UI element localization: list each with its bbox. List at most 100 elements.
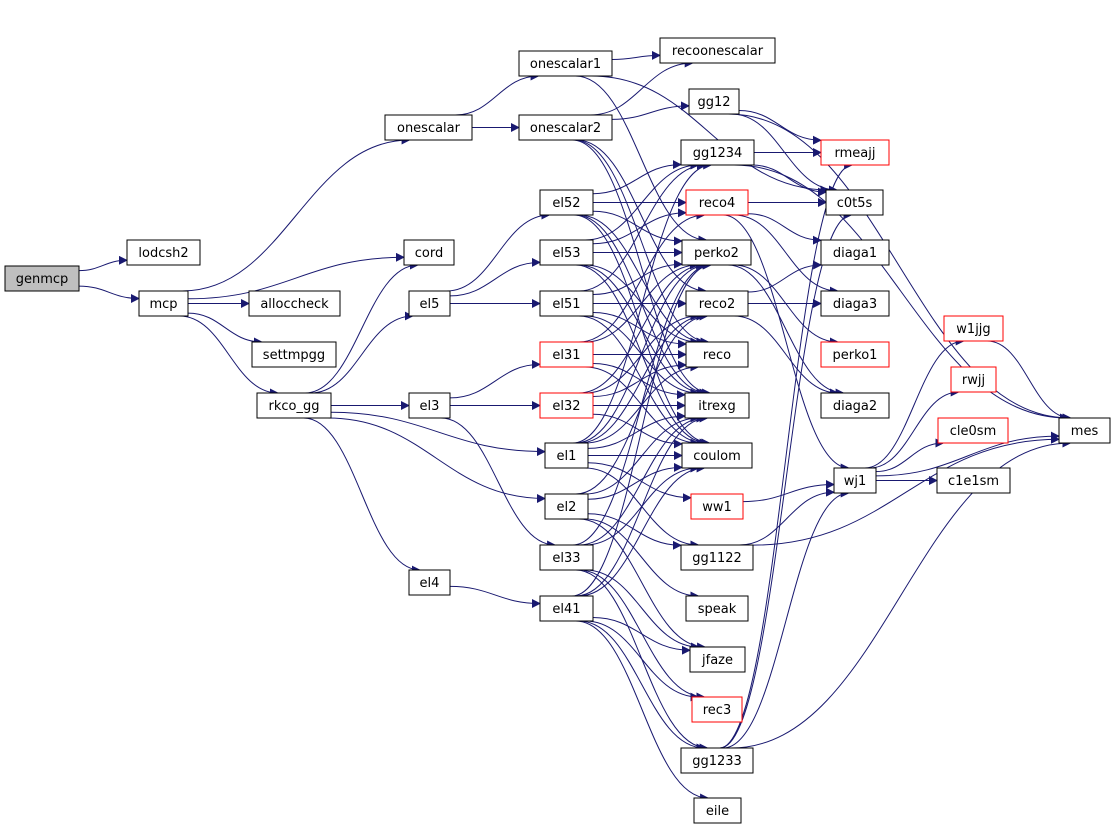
node-label: itrexg bbox=[698, 399, 735, 414]
node-label: gg1122 bbox=[692, 551, 742, 566]
edge-el31-to-perko2 bbox=[584, 260, 699, 343]
node-box bbox=[820, 290, 890, 317]
edge-gg1122-to-wj1 bbox=[739, 487, 835, 546]
node-box bbox=[681, 442, 753, 469]
node-ww1[interactable]: ww1 bbox=[690, 493, 744, 520]
node-el32[interactable]: el32 bbox=[539, 392, 594, 419]
node-recoonescalar[interactable]: recoonescalar bbox=[659, 37, 776, 64]
node-box bbox=[1058, 417, 1111, 444]
node-reco2[interactable]: reco2 bbox=[685, 290, 749, 317]
node-el53[interactable]: el53 bbox=[539, 239, 594, 266]
node-coulom[interactable]: coulom bbox=[681, 442, 753, 469]
node-el5[interactable]: el5 bbox=[408, 290, 451, 317]
node-el52[interactable]: el52 bbox=[539, 189, 594, 216]
node-c0t5s[interactable]: c0t5s bbox=[825, 189, 884, 216]
edge-onescalar1-to-perko2 bbox=[575, 75, 708, 245]
node-label: c1e1sm bbox=[948, 474, 999, 489]
node-el31[interactable]: el31 bbox=[539, 341, 594, 368]
node-rwjj[interactable]: rwjj bbox=[950, 366, 997, 393]
edge-el1-to-perko2 bbox=[575, 260, 709, 444]
node-c1e1sm[interactable]: c1e1sm bbox=[936, 467, 1011, 494]
node-w1jjg[interactable]: w1jjg bbox=[943, 315, 1004, 342]
edge-el32-to-perko2 bbox=[578, 260, 706, 394]
node-onescalar1[interactable]: onescalar1 bbox=[518, 50, 613, 77]
edge-el41-to-itrexg bbox=[575, 413, 709, 597]
edge-wj1-to-rwjj bbox=[869, 387, 960, 469]
node-gg1234[interactable]: gg1234 bbox=[680, 139, 755, 166]
node-box bbox=[685, 290, 749, 317]
edge-gg1234-to-c0t5s bbox=[751, 164, 827, 197]
edge-el51-to-gg1234 bbox=[578, 160, 706, 292]
node-label: el3 bbox=[420, 399, 440, 414]
node-label: diaga1 bbox=[833, 246, 877, 261]
node-box bbox=[685, 341, 749, 368]
node-cle0sm[interactable]: cle0sm bbox=[937, 417, 1009, 444]
node-diaga1[interactable]: diaga1 bbox=[820, 239, 890, 266]
node-box bbox=[251, 341, 337, 368]
node-label: onescalar bbox=[397, 121, 461, 136]
node-box bbox=[689, 646, 746, 673]
node-reco4[interactable]: reco4 bbox=[685, 189, 749, 216]
node-label: rwjj bbox=[962, 373, 985, 388]
node-label: reco4 bbox=[699, 196, 735, 211]
node-box bbox=[943, 315, 1004, 342]
node-box bbox=[539, 595, 594, 622]
node-box bbox=[408, 392, 451, 419]
node-el1[interactable]: el1 bbox=[544, 442, 589, 469]
node-box bbox=[248, 290, 341, 317]
node-mcp[interactable]: mcp bbox=[138, 290, 189, 317]
node-eile[interactable]: eile bbox=[693, 797, 742, 824]
node-label: reco2 bbox=[699, 297, 735, 312]
node-el4[interactable]: el4 bbox=[408, 569, 451, 596]
node-rmeajj[interactable]: rmeajj bbox=[820, 139, 890, 166]
node-label: el5 bbox=[420, 297, 440, 312]
node-mes[interactable]: mes bbox=[1058, 417, 1111, 444]
node-el3[interactable]: el3 bbox=[408, 392, 451, 419]
edge-el33-to-jfaze bbox=[584, 569, 700, 652]
node-cord[interactable]: cord bbox=[403, 239, 455, 266]
node-gg1233[interactable]: gg1233 bbox=[680, 747, 754, 774]
edge-wj1-to-cle0sm bbox=[875, 438, 945, 473]
node-gg12[interactable]: gg12 bbox=[688, 88, 740, 115]
node-rkco-gg[interactable]: rkco_gg bbox=[256, 392, 332, 419]
edge-el41-to-jfaze bbox=[592, 617, 691, 655]
edge-el53-to-reco4 bbox=[592, 208, 687, 245]
node-box bbox=[539, 239, 594, 266]
node-settmpgg[interactable]: settmpgg bbox=[251, 341, 337, 368]
node-el41[interactable]: el41 bbox=[539, 595, 594, 622]
edge-el41-to-gg1233 bbox=[578, 620, 706, 753]
edge-el31-to-reco4 bbox=[578, 210, 706, 343]
node-alloccheck[interactable]: alloccheck bbox=[248, 290, 341, 317]
edge-gg1233-to-mes bbox=[730, 438, 1072, 749]
node-diaga3[interactable]: diaga3 bbox=[820, 290, 890, 317]
node-box bbox=[825, 189, 884, 216]
node-label: diaga2 bbox=[833, 399, 877, 414]
node-genmcp[interactable]: genmcp bbox=[4, 265, 80, 292]
edge-genmcp-to-mcp bbox=[78, 285, 140, 303]
edge-onescalar1-to-recoonescalar bbox=[611, 50, 661, 60]
node-speak[interactable]: speak bbox=[685, 595, 749, 622]
edge-el31-to-itrexg bbox=[592, 363, 686, 400]
node-perko1[interactable]: perko1 bbox=[820, 341, 890, 368]
node-label: el53 bbox=[552, 246, 580, 261]
node-box bbox=[685, 595, 749, 622]
node-box bbox=[544, 493, 589, 520]
node-itrexg[interactable]: itrexg bbox=[684, 392, 750, 419]
node-onescalar[interactable]: onescalar bbox=[384, 114, 473, 141]
node-gg1122[interactable]: gg1122 bbox=[680, 544, 754, 571]
node-diaga2[interactable]: diaga2 bbox=[820, 392, 890, 419]
node-jfaze[interactable]: jfaze bbox=[689, 646, 746, 673]
edge-onescalar2-to-gg12 bbox=[611, 101, 690, 120]
node-perko2[interactable]: perko2 bbox=[681, 239, 752, 266]
node-lodcsh2[interactable]: lodcsh2 bbox=[126, 239, 201, 266]
node-onescalar2[interactable]: onescalar2 bbox=[518, 114, 613, 141]
node-el2[interactable]: el2 bbox=[544, 493, 589, 520]
node-label: onescalar2 bbox=[530, 121, 601, 136]
node-label: mes bbox=[1071, 424, 1099, 439]
node-el51[interactable]: el51 bbox=[539, 290, 594, 317]
node-el33[interactable]: el33 bbox=[539, 544, 594, 571]
node-reco[interactable]: reco bbox=[685, 341, 749, 368]
node-wj1[interactable]: wj1 bbox=[833, 467, 877, 494]
edge-w1jjg-to-mes bbox=[987, 340, 1072, 423]
node-rec3[interactable]: rec3 bbox=[691, 696, 743, 723]
